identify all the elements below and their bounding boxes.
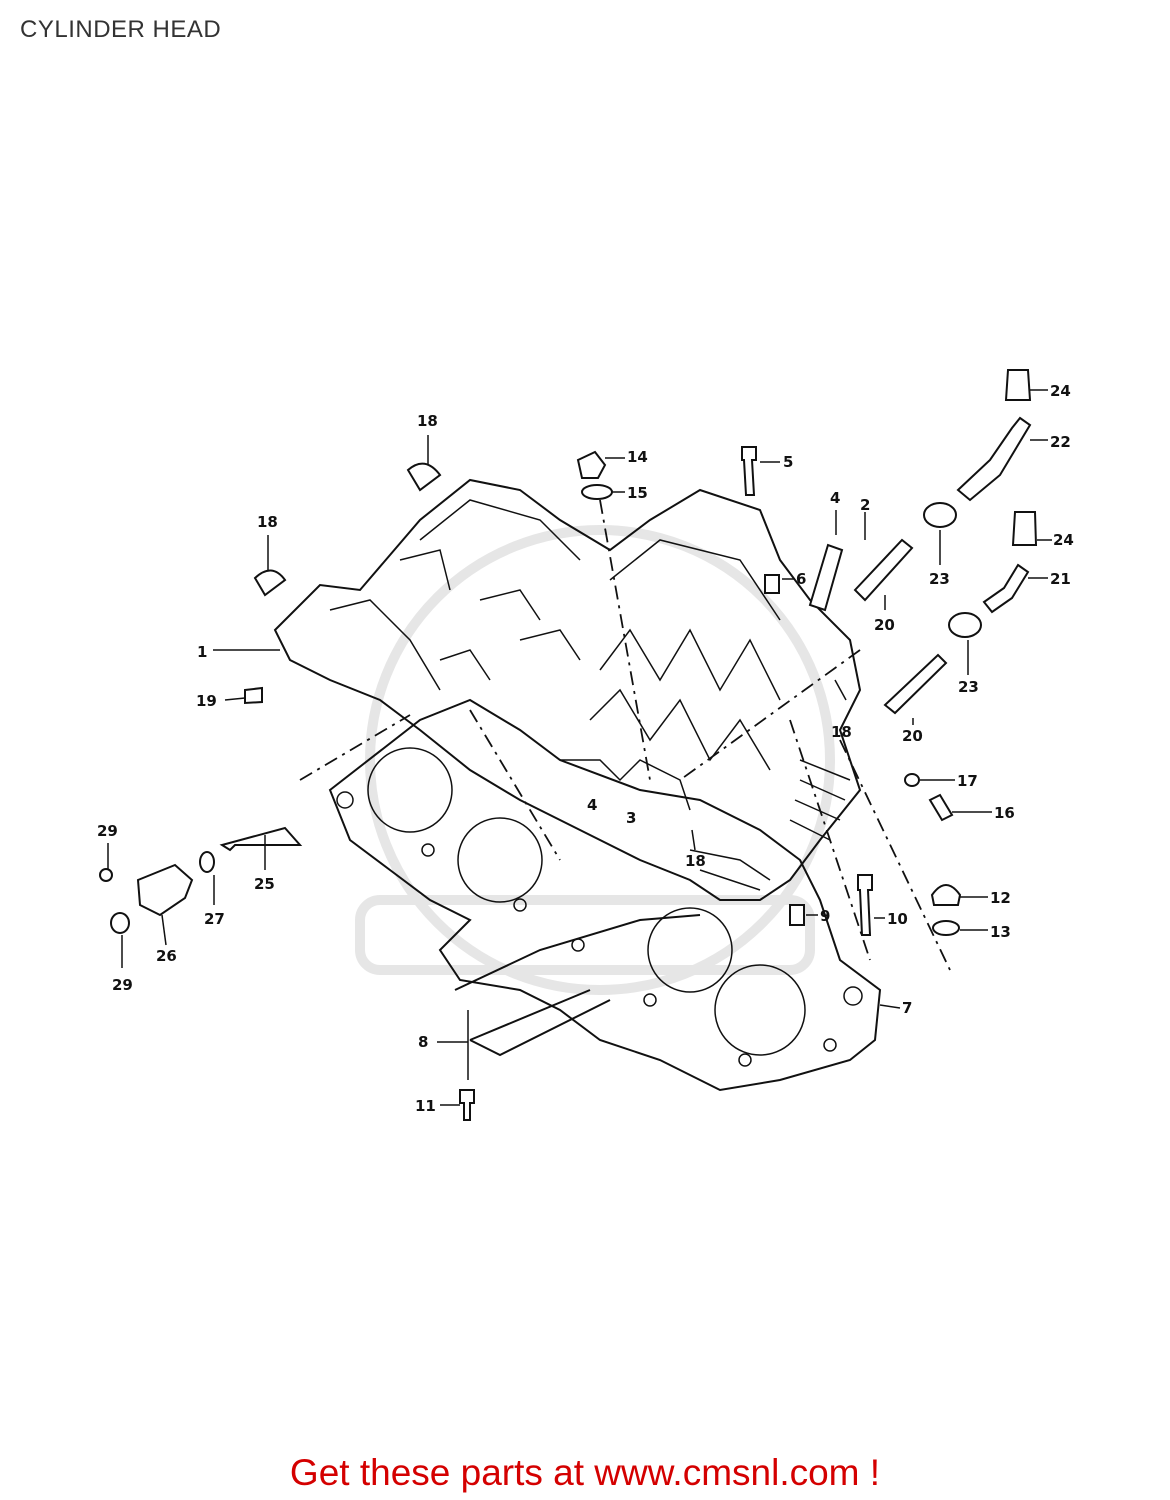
head-gasket xyxy=(328,698,882,1092)
callout-1: 1 xyxy=(197,643,207,661)
callout-18: 18 xyxy=(417,412,438,430)
callout-24: 24 xyxy=(1053,531,1074,549)
callout-10: 10 xyxy=(887,910,908,928)
callout-25: 25 xyxy=(254,875,275,893)
callout-4: 4 xyxy=(587,796,597,814)
key-18a xyxy=(406,462,442,492)
part-29b xyxy=(110,912,130,934)
callout-27: 27 xyxy=(204,910,225,928)
callout-9: 9 xyxy=(820,907,830,925)
footer-link-text[interactable]: Get these parts at www.cmsnl.com ! xyxy=(289,1452,881,1493)
callout-6: 6 xyxy=(796,570,806,588)
plug-20b xyxy=(883,653,948,715)
callout-24: 24 xyxy=(1050,382,1071,400)
stud-10 xyxy=(857,874,873,936)
washer-15 xyxy=(581,484,613,500)
oring-27 xyxy=(199,851,215,873)
callout-22: 22 xyxy=(1050,433,1071,451)
key-18b xyxy=(253,569,287,597)
callout-11: 11 xyxy=(415,1097,436,1115)
callout-13: 13 xyxy=(990,923,1011,941)
nut-14 xyxy=(576,450,607,479)
callout-21: 21 xyxy=(1050,570,1071,588)
part-19 xyxy=(244,686,263,705)
callout-3: 3 xyxy=(626,809,636,827)
callout-4: 4 xyxy=(830,489,840,507)
seal-23b xyxy=(948,612,982,638)
callout-14: 14 xyxy=(627,448,648,466)
assembly-lines xyxy=(299,499,951,971)
callout-12: 12 xyxy=(990,889,1011,907)
small-parts xyxy=(99,369,1038,1121)
callout-23: 23 xyxy=(929,570,950,588)
callout-15: 15 xyxy=(627,484,648,502)
part-26 xyxy=(136,863,194,917)
callout-20: 20 xyxy=(874,616,895,634)
plug-20a xyxy=(853,538,914,602)
page-title: CYLINDER HEAD xyxy=(20,16,222,43)
part-25 xyxy=(219,826,303,852)
washer-17 xyxy=(904,773,920,787)
hose-21 xyxy=(982,563,1030,614)
callout-23: 23 xyxy=(958,678,979,696)
callout-29: 29 xyxy=(112,976,133,994)
callout-26: 26 xyxy=(156,947,177,965)
callout-8: 8 xyxy=(418,1033,428,1051)
callout-5: 5 xyxy=(783,453,793,471)
washer-13 xyxy=(932,920,960,936)
callout-17: 17 xyxy=(957,772,978,790)
callout-18: 18 xyxy=(257,513,278,531)
callout-16: 16 xyxy=(994,804,1015,822)
bolt-16 xyxy=(928,793,954,822)
dowel-6 xyxy=(764,574,780,594)
cap-24a xyxy=(1004,369,1032,401)
seal-23a xyxy=(923,502,957,528)
cap-nut-12 xyxy=(930,884,962,906)
callout-18: 18 xyxy=(831,723,852,741)
callout-2: 2 xyxy=(860,496,870,514)
cap-24b xyxy=(1011,511,1038,546)
callout-18: 18 xyxy=(685,852,706,870)
callout-19: 19 xyxy=(196,692,217,710)
hose-22 xyxy=(956,416,1032,502)
leader-lines xyxy=(107,389,1052,1106)
bolt-11 xyxy=(459,1089,475,1121)
callout-7: 7 xyxy=(902,999,912,1017)
part-29a xyxy=(99,868,113,882)
bolt-5 xyxy=(741,446,757,496)
callout-20: 20 xyxy=(902,727,923,745)
callout-29: 29 xyxy=(97,822,118,840)
footer-promo-link[interactable]: Get these parts at www.cmsnl.com ! xyxy=(0,1452,1170,1494)
cylinder-head-body xyxy=(273,478,862,901)
dowel-9 xyxy=(789,904,805,926)
part-2 xyxy=(808,543,844,612)
callout-labels: 1 2 3 4 4 5 6 7 8 9 10 11 12 13 14 15 16… xyxy=(97,382,1074,1115)
